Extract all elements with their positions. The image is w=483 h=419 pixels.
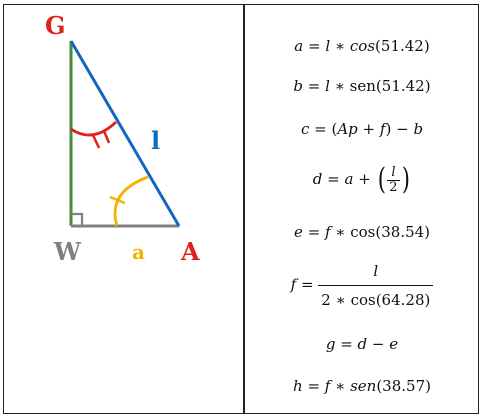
vertex-label-g: G [45,11,66,40]
side-l-hypotenuse [69,40,181,227]
formula-g: g = d − e [325,335,399,353]
angle-tick-g-1 [91,134,101,149]
column-divider [243,4,245,414]
angle-arc-g [70,120,117,137]
side-label-l: l [151,126,160,155]
angle-arc-a [113,175,149,227]
formula-h: h = f ∗ sen(38.57) [293,377,431,395]
vertex-label-a: A [180,237,200,266]
formula-b: b = l ∗ sen(51.42) [293,77,431,95]
outer-frame [3,4,479,414]
angle-tick-a [109,195,126,205]
side-label-a: a [132,240,145,264]
formula-list: a = l ∗ cos(51.42) b = l ∗ sen(51.42) c … [245,4,479,414]
triangle-diagram: G W A l a [45,11,200,266]
formula-c: c = (Ap + f) − b [300,120,424,138]
vertex-label-w: W [53,237,82,266]
formula-a: a = l ∗ cos(51.42) [294,37,430,55]
formula-e: e = f ∗ cos(38.54) [293,223,431,241]
right-angle-marker [71,212,84,226]
angle-tick-g-2 [102,130,111,144]
